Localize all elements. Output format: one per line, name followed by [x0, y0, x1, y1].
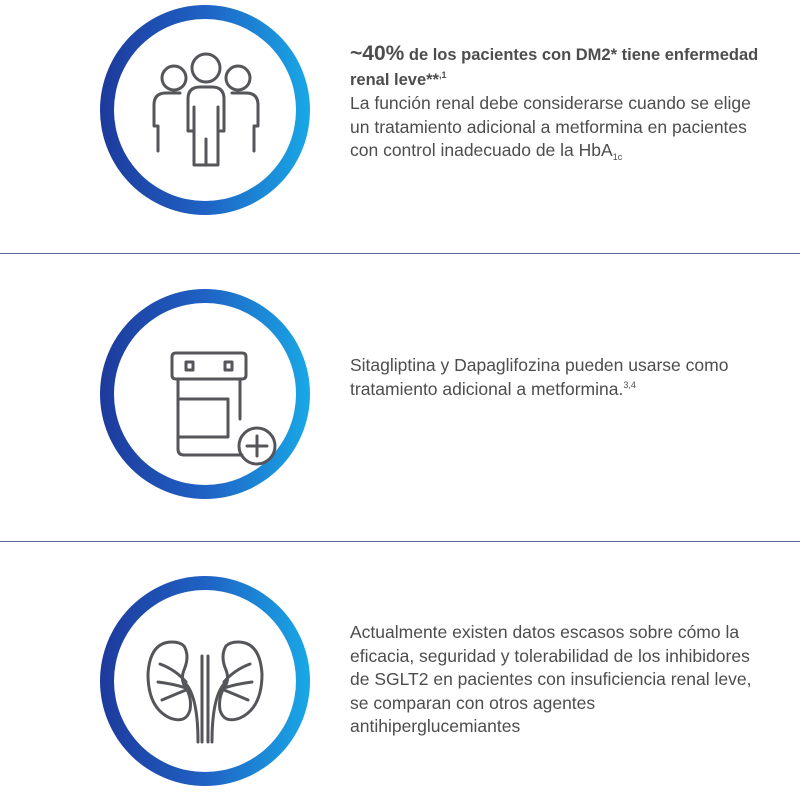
- ring-badge: [100, 576, 310, 786]
- section-renal-disease: ~40% de los pacientes con DM2* tiene enf…: [0, 0, 800, 253]
- add-on-therapy-text: Sitagliptina y Dapaglifozina pueden usar…: [350, 354, 770, 401]
- section-sglt2-data: Actualmente existen datos escasos sobre …: [0, 543, 800, 797]
- headline: ~40% de los pacientes con DM2* tiene enf…: [350, 42, 759, 89]
- body-text: La función renal debe considerarse cuand…: [350, 93, 751, 160]
- ring-badge: [100, 289, 310, 499]
- ring-badge: [100, 5, 310, 215]
- renal-disease-text: ~40% de los pacientes con DM2* tiene enf…: [350, 42, 770, 163]
- headline-refs: ,1: [438, 69, 447, 80]
- hba1c-subscript: 1c: [612, 152, 623, 162]
- body-text: Actualmente existen datos escasos sobre …: [350, 622, 752, 736]
- section-add-on-therapy: Sitagliptina y Dapaglifozina pueden usar…: [0, 255, 800, 541]
- body-text: Sitagliptina y Dapaglifozina pueden usar…: [350, 355, 729, 399]
- kidneys-icon: [146, 640, 264, 744]
- section-divider: [0, 541, 800, 542]
- headline-rest: de los pacientes con DM2* tiene enfermed…: [350, 46, 759, 89]
- pill-bottle-plus-icon: [170, 351, 277, 466]
- sglt2-data-text: Actualmente existen datos escasos sobre …: [350, 621, 770, 739]
- body-refs: 3,4: [623, 379, 636, 390]
- people-group-icon: [152, 52, 260, 167]
- section-divider: [0, 253, 800, 254]
- headline-stat: ~40%: [350, 42, 405, 65]
